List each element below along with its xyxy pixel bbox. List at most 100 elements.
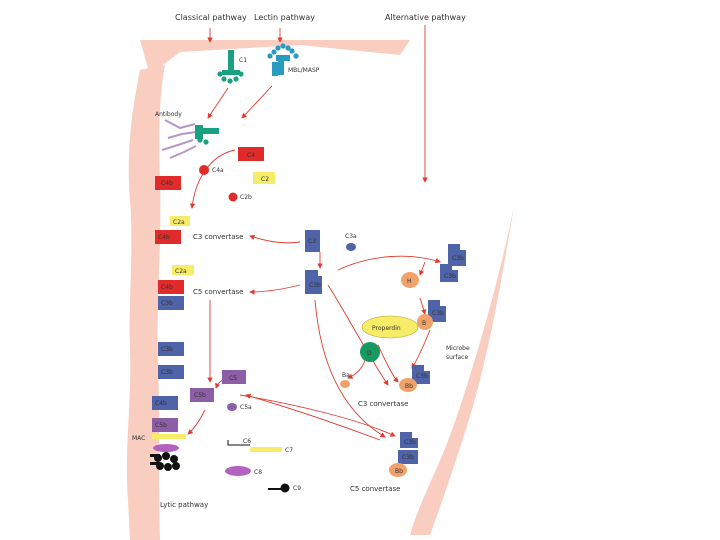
arrow-c5b-mac — [187, 409, 206, 435]
arrow-d-ba — [347, 359, 366, 379]
factor-h-blob — [401, 272, 419, 288]
c3b-microbe-3 — [428, 300, 446, 322]
mac-c8 — [153, 444, 179, 452]
microbe-surface-label-2: surface — [446, 354, 468, 361]
c5b-label: C5b — [194, 392, 206, 399]
c3b-label-left-2: C3b — [161, 346, 173, 353]
ba-blob — [340, 380, 350, 388]
c5a-label: C5a — [240, 404, 252, 411]
arrow-b-bb — [411, 329, 431, 369]
c3b-box — [305, 270, 322, 294]
mac-c5b-label: C5b — [155, 422, 167, 429]
c3b-box-left — [158, 296, 184, 310]
c8-label: C8 — [254, 469, 262, 476]
c1-complex — [217, 50, 244, 84]
mbl-masp-complex — [267, 43, 299, 76]
ba-label: Ba — [342, 372, 350, 379]
c8-blob — [225, 466, 251, 476]
c3b-microbe-1 — [448, 244, 466, 266]
antibody-c1-bound — [195, 125, 219, 145]
c6-shape — [227, 440, 250, 446]
c3b-label-left-3: C3b — [161, 369, 173, 376]
c4-label: C4 — [247, 152, 255, 159]
microbe-surface-label-1: Microbe — [446, 345, 470, 352]
c3b-microbe-2 — [440, 264, 458, 282]
antibody-group — [161, 119, 197, 159]
c3b-box-left-3 — [158, 365, 184, 379]
c5-box — [222, 370, 246, 384]
c3-convertase-left-label: C3 convertase — [193, 233, 243, 241]
factor-h-label: H — [407, 278, 412, 285]
arrow-c3b-surface — [337, 255, 441, 271]
mac-c4b-label: C4b — [155, 400, 167, 407]
c3b-microbe-5-label: C3b — [404, 439, 416, 446]
arrow-h-c3b — [419, 297, 427, 315]
c3-convertase-right-label: C3 convertase — [358, 400, 408, 408]
c3b-microbe-6-label: C3b — [402, 454, 414, 461]
c7-bar — [250, 447, 282, 452]
classical-pathway-title: Classical pathway — [175, 13, 247, 22]
arrow-mbl-c4 — [241, 85, 273, 119]
c6-label: C6 — [243, 438, 251, 445]
reaction-arrows — [187, 25, 441, 441]
factor-b-blob — [417, 314, 433, 330]
c5-label: C5 — [229, 375, 237, 382]
bb-blob-2 — [389, 463, 407, 477]
top-membrane — [140, 40, 410, 75]
c3a-label: C3a — [345, 233, 357, 240]
c2-box — [253, 172, 275, 184]
arrow-c1-antibody — [207, 87, 229, 119]
arrow-surface-h — [419, 261, 426, 276]
mac-c5b — [152, 418, 178, 432]
c2a-box-2 — [172, 265, 194, 275]
mac-label: MAC — [132, 435, 145, 442]
c7-label: C7 — [285, 447, 293, 454]
mac-c4b — [152, 396, 178, 410]
c5a-blob — [227, 403, 237, 411]
c4b-bound-1 — [155, 176, 181, 190]
bb-label-1: Bb — [405, 383, 413, 390]
properdin-label: Properdin — [372, 325, 401, 332]
c4b-label-2: C4b — [158, 234, 170, 241]
properdin-blob — [361, 315, 419, 339]
c2b-blob — [228, 192, 238, 202]
c3-box — [305, 230, 320, 252]
arrow-c3-c3conv — [249, 234, 301, 244]
factor-d-label: D — [367, 350, 372, 357]
lytic-pathway-title: Lytic pathway — [160, 501, 208, 509]
c4b-box-2 — [155, 230, 181, 244]
c3-label: C3 — [308, 238, 316, 245]
c9-label: C9 — [293, 485, 301, 492]
arrow-c5-return — [245, 393, 381, 441]
c3b-microbe-3-label: C3b — [432, 310, 444, 317]
mac-c7-bar — [152, 434, 186, 439]
c9-head — [280, 483, 290, 493]
bb-label-2: Bb — [395, 468, 403, 475]
mbl-masp-label: MBL/MASP — [288, 67, 320, 74]
c3b-microbe-4-label: C3b — [416, 373, 428, 380]
arrow-c4-c3conv — [189, 149, 236, 209]
arrow-c3b-c5conv — [249, 284, 301, 295]
c3b-microbe-5 — [400, 432, 418, 448]
factor-b-label: B — [422, 320, 426, 327]
c3b-box-left-2 — [158, 342, 184, 356]
c3a-blob — [346, 243, 356, 251]
factor-d-blob — [360, 342, 380, 362]
c5-convertase-left-label: C5 convertase — [193, 288, 243, 296]
c3b-label-left: C3b — [161, 300, 173, 307]
c2b-label: C2b — [240, 194, 252, 201]
alternative-pathway-title: Alternative pathway — [385, 13, 466, 22]
c3b-label: C3b — [309, 282, 321, 289]
c4-box — [238, 147, 264, 161]
c4a-label: C4a — [212, 167, 224, 174]
c1-label: C1 — [239, 57, 247, 64]
c2a-label-1: C2a — [173, 219, 185, 226]
c2a-box-1 — [170, 216, 190, 226]
c5-convertase-right-label: C5 convertase — [350, 485, 400, 493]
c5b-box — [190, 388, 214, 402]
mac-c9-cluster — [150, 452, 180, 471]
lectin-pathway-title: Lectin pathway — [254, 13, 315, 22]
c4b-label-3: C4b — [161, 284, 173, 291]
